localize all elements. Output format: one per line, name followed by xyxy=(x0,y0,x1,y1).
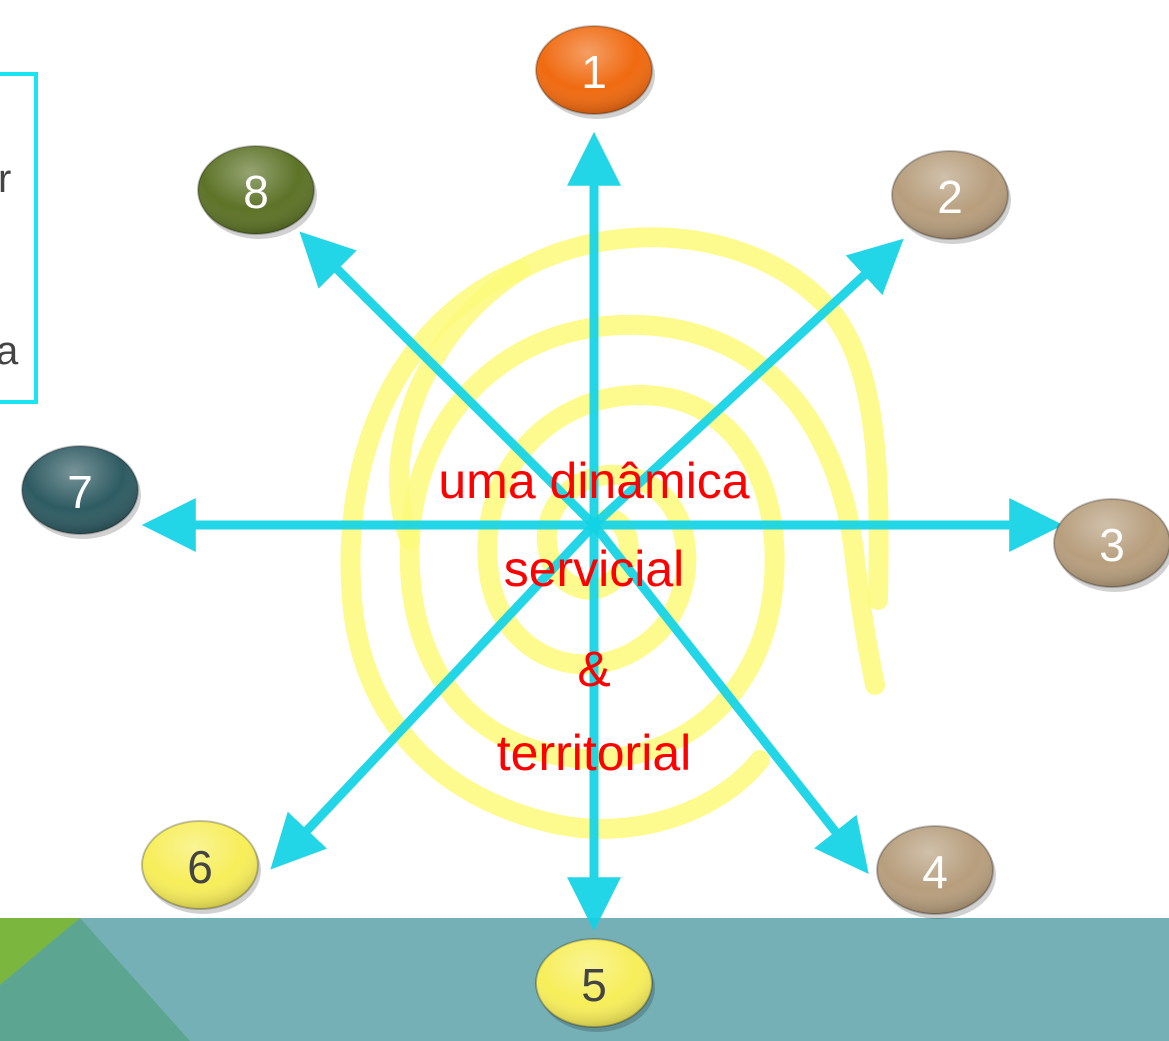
node-label: 4 xyxy=(922,846,948,898)
node-shine xyxy=(877,826,993,914)
highlighter-spiral-outer xyxy=(389,227,889,610)
side-box-border xyxy=(0,72,38,404)
node-3: 3 xyxy=(1053,498,1169,592)
node-label: 8 xyxy=(243,166,269,218)
node-label: 3 xyxy=(1099,519,1125,571)
node-1: 1 xyxy=(535,25,655,119)
node-shine xyxy=(1054,499,1169,587)
node-label: 2 xyxy=(937,171,963,223)
side-box-fragment-top: r xyxy=(0,157,11,201)
node-label: 7 xyxy=(67,466,93,518)
node-shine xyxy=(536,26,652,114)
node-label: 5 xyxy=(581,959,607,1011)
arrow-to-node-8 xyxy=(299,231,598,529)
side-box-fragment-bottom: a xyxy=(0,329,19,373)
arrow-to-node-6 xyxy=(270,521,598,870)
node-shine xyxy=(22,446,138,534)
node-shine xyxy=(892,151,1008,239)
arrow-to-node-2 xyxy=(590,238,904,529)
center-line-1: uma dinâmica xyxy=(438,453,749,509)
highlighter-spiral xyxy=(399,314,885,769)
node-7: 7 xyxy=(21,445,141,539)
center-text: uma dinâmica servicial & territorial xyxy=(438,453,749,781)
band-teal-shape xyxy=(0,918,190,1041)
center-line-3: & xyxy=(577,641,610,697)
node-6: 6 xyxy=(141,820,261,914)
node-shine xyxy=(536,939,652,1027)
highlighter-spiral-left xyxy=(340,260,770,839)
node-label: 1 xyxy=(581,46,607,98)
node-label: 6 xyxy=(187,841,213,893)
arrow-to-node-4 xyxy=(590,522,869,874)
side-box: r a xyxy=(0,72,38,404)
nodes: 1 2 3 4 5 6 7 8 xyxy=(21,25,1169,1032)
node-8: 8 xyxy=(197,145,317,239)
arrows xyxy=(141,131,1064,932)
node-4: 4 xyxy=(876,825,996,919)
node-shine xyxy=(198,146,314,234)
center-line-4: territorial xyxy=(497,725,691,781)
node-shine xyxy=(142,821,258,909)
node-2: 2 xyxy=(891,150,1011,244)
center-line-2: servicial xyxy=(504,541,685,597)
node-5: 5 xyxy=(535,938,655,1032)
